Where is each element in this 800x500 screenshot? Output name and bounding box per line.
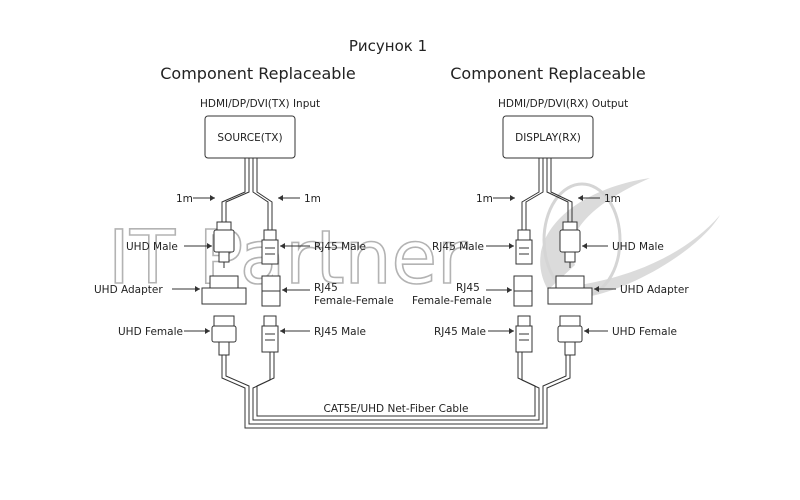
- left-cables: [221, 158, 571, 429]
- left-rj45-female-female-icon: [261, 275, 281, 307]
- left-rj45-male-bottom-label: RJ45 Male: [314, 326, 366, 338]
- left-len-left: 1m: [176, 193, 193, 205]
- right-rj45-ff-label-1: RJ45: [456, 282, 480, 294]
- left-rj45-male-top-icon: [261, 229, 279, 265]
- left-uhd-female-connector-icon: [211, 315, 237, 356]
- display-rx-box: [502, 115, 594, 159]
- left-uhd-female-label: UHD Female: [118, 326, 183, 338]
- right-rj45-male-top-icon: [515, 229, 533, 265]
- right-rj45-male-top-label: RJ45 Male: [432, 241, 484, 253]
- right-uhd-female-label: UHD Female: [612, 326, 677, 338]
- right-len-right: 1m: [604, 193, 621, 205]
- display-rx-label: DISPLAY(RX): [515, 132, 581, 144]
- right-rj45-female-female-icon: [513, 275, 533, 307]
- watermark: IT Partner: [107, 178, 720, 302]
- right-rj45-male-bottom-label: RJ45 Male: [434, 326, 486, 338]
- left-rj45-ff-label-1: RJ45: [314, 282, 338, 294]
- right-uhd-male-label: UHD Male: [612, 241, 664, 253]
- source-tx-box: [204, 115, 296, 159]
- source-tx-label: SOURCE(TX): [217, 132, 282, 144]
- left-rj45-ff-label-2: Female-Female: [314, 295, 394, 307]
- right-heading: Component Replaceable: [450, 64, 646, 83]
- left-uhd-male-connector-icon: [213, 221, 235, 268]
- figure-title: Рисунок 1: [349, 37, 427, 55]
- left-uhd-male-label: UHD Male: [126, 241, 178, 253]
- right-uhd-female-connector-icon: [557, 315, 583, 356]
- left-len-right: 1m: [304, 193, 321, 205]
- left-uhd-adapter-icon: [201, 275, 247, 305]
- right-cables: [521, 158, 573, 230]
- right-uhd-male-connector-icon: [559, 221, 581, 268]
- left-rj45-male-bottom-icon: [261, 315, 279, 353]
- right-uhd-adapter-label: UHD Adapter: [620, 284, 689, 296]
- right-len-left: 1m: [476, 193, 493, 205]
- left-rj45-male-top-label: RJ45 Male: [314, 241, 366, 253]
- left-uhd-adapter-label: UHD Adapter: [94, 284, 163, 296]
- right-uhd-adapter-icon: [547, 275, 593, 305]
- cable-label: CAT5E/UHD Net-Fiber Cable: [324, 403, 469, 415]
- right-rj45-ff-label-2: Female-Female: [412, 295, 492, 307]
- left-heading: Component Replaceable: [160, 64, 356, 83]
- right-rj45-male-bottom-icon: [515, 315, 533, 353]
- left-device-caption: HDMI/DP/DVI(TX) Input: [200, 98, 320, 110]
- watermark-text: IT Partner: [108, 215, 468, 301]
- right-device-caption: HDMI/DP/DVI(RX) Output: [498, 98, 628, 110]
